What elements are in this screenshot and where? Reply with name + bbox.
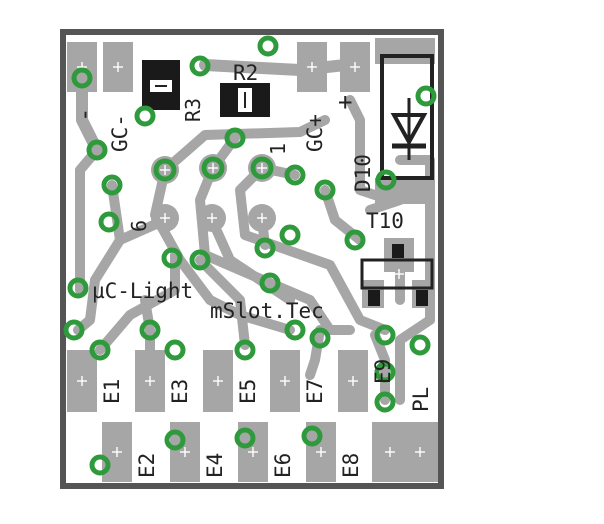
via — [409, 334, 431, 356]
label-e1: E1 — [100, 379, 124, 404]
plus-mark — [316, 447, 326, 457]
via — [314, 179, 336, 201]
via — [139, 319, 161, 341]
via — [234, 339, 256, 361]
t10-lead-top — [392, 244, 404, 258]
bottom-connector-pads — [67, 350, 438, 482]
transistor-t10 — [360, 238, 434, 308]
via — [344, 229, 366, 251]
plus-mark — [213, 376, 223, 386]
via — [89, 454, 111, 476]
label-r2: R2 — [233, 61, 258, 85]
via — [86, 139, 108, 161]
label-mslot: mSlot.Tec — [210, 299, 324, 323]
resistor-r2 — [220, 83, 270, 117]
via — [301, 425, 323, 447]
via — [250, 156, 274, 180]
plus-mark — [257, 163, 267, 173]
via — [67, 277, 89, 299]
label-e3: E3 — [168, 379, 192, 404]
via — [374, 361, 396, 383]
via — [224, 127, 246, 149]
via — [279, 224, 301, 246]
diode-d10 — [375, 38, 435, 204]
label-pl: PL — [409, 387, 433, 412]
plus-mark — [160, 213, 170, 223]
via — [254, 237, 276, 259]
d10-pad-top — [375, 38, 435, 64]
label-uc-light: µC-Light — [92, 279, 193, 303]
via — [257, 35, 279, 57]
via — [164, 339, 186, 361]
via — [189, 55, 211, 77]
via — [71, 67, 93, 89]
label-minus-sign: - — [70, 108, 98, 122]
label-e6: E6 — [271, 453, 295, 478]
via — [309, 327, 331, 349]
via — [259, 272, 281, 294]
vias — [63, 35, 437, 476]
label-e2: E2 — [135, 453, 159, 478]
plus-mark — [280, 376, 290, 386]
via — [134, 105, 156, 127]
t10-outline — [360, 258, 434, 290]
plus-mark — [350, 62, 360, 72]
pad-pl — [372, 422, 438, 482]
via — [284, 319, 306, 341]
via — [164, 429, 186, 451]
plus-mark — [113, 62, 123, 72]
plus-mark — [160, 165, 170, 175]
plus-mark — [180, 447, 190, 457]
t10-lead-right — [416, 290, 428, 306]
plus-mark — [208, 163, 218, 173]
silkscreen-labels: R2 R3 GC- - GC+ + D10 T10 µC-Light mSlot… — [70, 61, 433, 478]
via — [63, 319, 85, 341]
plus-mark — [415, 447, 425, 457]
label-e7: E7 — [303, 379, 327, 404]
via — [234, 427, 256, 449]
label-gc-minus: GC- — [108, 114, 132, 152]
plus-mark — [394, 269, 404, 279]
label-t10: T10 — [366, 209, 404, 233]
label-d10: D10 — [351, 154, 375, 192]
d10-outline — [380, 54, 434, 180]
plus-mark — [112, 447, 122, 457]
board-outline — [60, 29, 444, 489]
resistor-r3 — [142, 60, 180, 110]
top-connector-pads — [67, 42, 370, 92]
label-plus-sign: + — [338, 88, 352, 116]
label-e5: E5 — [236, 379, 260, 404]
plus-mark — [207, 213, 217, 223]
pad-plus-marks — [77, 62, 425, 457]
plus-mark — [348, 376, 358, 386]
via — [284, 164, 306, 186]
via — [161, 247, 183, 269]
t10-lead-left — [368, 290, 380, 306]
label-gc-plus: GC+ — [303, 114, 327, 152]
plus-mark — [307, 62, 317, 72]
label-e9: E9 — [371, 359, 395, 384]
label-pin1: 1 — [266, 143, 290, 155]
plus-mark — [77, 376, 87, 386]
via — [415, 85, 437, 107]
label-e8: E8 — [339, 453, 363, 478]
via — [153, 158, 177, 182]
label-r3: R3 — [181, 98, 205, 122]
label-pin6: 6 — [127, 220, 151, 232]
via — [374, 391, 396, 413]
via — [98, 211, 120, 233]
via — [89, 339, 111, 361]
d10-pad-bottom — [375, 178, 435, 204]
via — [201, 156, 225, 180]
label-e4: E4 — [203, 453, 227, 478]
plus-mark — [145, 376, 155, 386]
via — [375, 169, 397, 191]
via — [374, 324, 396, 346]
via — [189, 249, 211, 271]
via — [101, 174, 123, 196]
plus-mark — [248, 447, 258, 457]
plus-mark — [385, 447, 395, 457]
plus-mark — [257, 213, 267, 223]
